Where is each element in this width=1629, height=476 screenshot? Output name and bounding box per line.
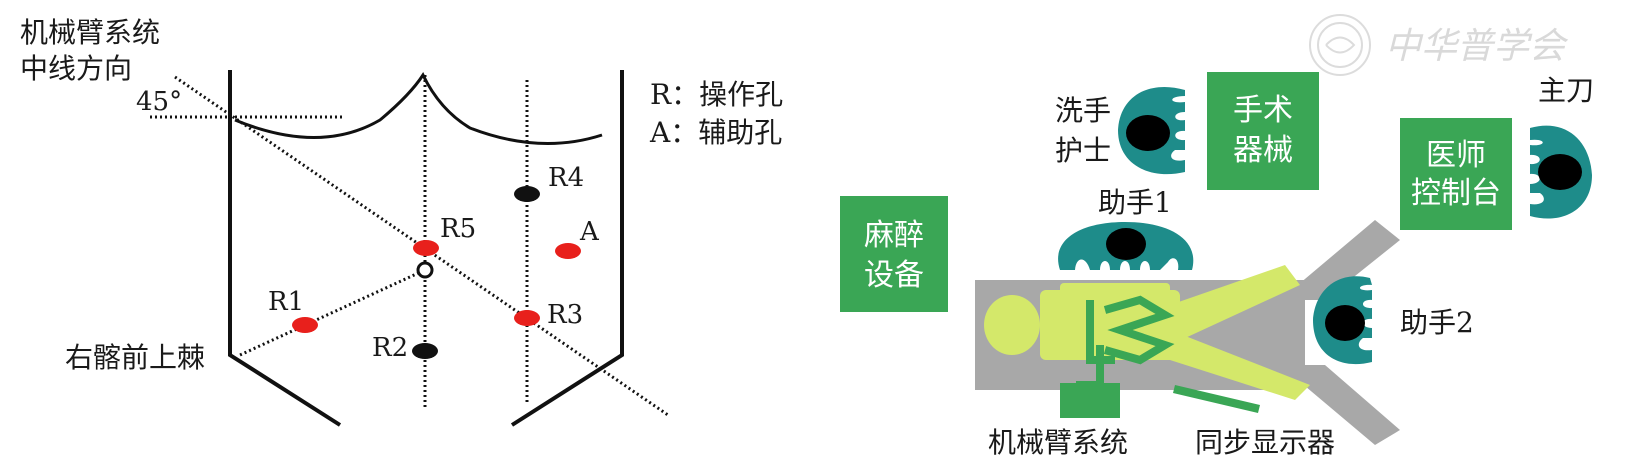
seal-logo-icon [1309,14,1371,76]
port-r2 [412,343,438,359]
port-r5 [413,240,439,256]
surgeon-console-box [1400,118,1512,230]
port-label-r1: R1 [268,287,304,317]
legend-a: A：辅助孔 [649,116,782,149]
umbilicus-marker [416,261,434,279]
display-label: 同步显示器 [1195,426,1335,459]
sync-display [1173,385,1260,413]
scrub-nurse-label-line1: 洗手 [1055,94,1111,127]
robot-arm-base [1060,383,1120,418]
console-label-line2: 控制台 [1411,176,1501,211]
axis-label-line2: 中线方向 [20,52,132,85]
surgeon-label: 主刀 [1538,74,1594,107]
legend-r: R：操作孔 [650,78,783,111]
port-r1 [292,317,318,333]
landmark-label: 右髂前上棘 [65,341,205,374]
port-label-r3: R3 [547,300,583,330]
port-label-a: A [579,217,600,247]
axis-label-line1: 机械臂系统 [20,16,160,49]
port-a [555,243,581,259]
costal-margin-curve [234,71,603,146]
watermark: 中华普学会 [1309,14,1569,76]
surgeon-person-icon [1530,125,1592,219]
abdomen-outline [228,70,342,427]
instruments-box [1207,72,1319,190]
anesthesia-label-line1: 麻醉 [864,218,924,253]
scrub-nurse-person-icon [1118,86,1185,175]
assistant1-label: 助手1 [1098,186,1172,219]
spine-to-umbilicus-dotted [239,268,426,357]
instruments-label-line1: 手术 [1233,93,1293,128]
port-placement-diagram: 机械臂系统 中线方向 45° R：操作孔 A：辅助孔 右髂前上棘 R5 A R4… [20,16,783,427]
anesthesia-equipment-box [840,196,948,312]
assistant1-person-icon [1058,222,1194,270]
assistant2-label: 助手2 [1400,306,1474,339]
abdomen-outline-right [510,70,624,427]
port-label-r4: R4 [548,163,584,193]
scrub-nurse-label-line2: 护士 [1055,134,1111,167]
port-r4 [514,186,540,202]
watermark-text: 中华普学会 [1385,26,1569,67]
port-r3 [514,310,540,326]
anesthesia-label-line2: 设备 [864,258,924,293]
port-label-r5: R5 [440,214,476,244]
angle-label: 45° [136,87,182,117]
port-label-r2: R2 [372,333,408,363]
console-label-line1: 医师 [1426,138,1486,173]
robot-system-label: 机械臂系统 [988,426,1128,459]
assistant2-person-icon [1313,276,1372,365]
operating-room-layout: 麻醉 设备 手术 器械 医师 控制台 洗手 护士 主刀 [840,72,1594,459]
instruments-label-line2: 器械 [1233,133,1293,168]
